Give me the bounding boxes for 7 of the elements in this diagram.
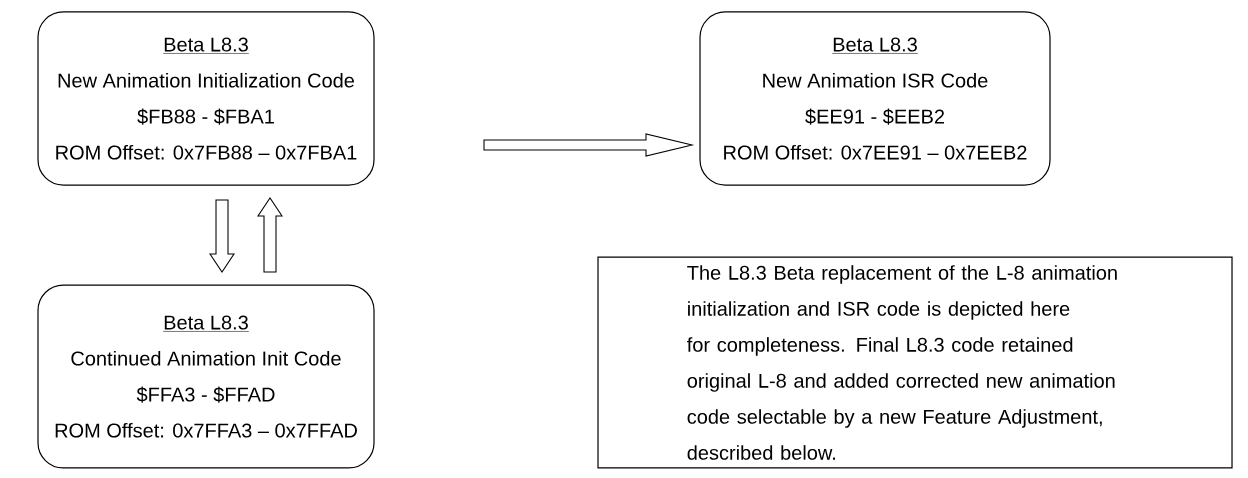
code-block-box: Beta L8.3 Continued Animation Init Code $FFA3 - $FFAD ROM Offset: 0x7FFA3 – 0x7FFAD [37, 284, 375, 469]
note-box: The L8.3 Beta replacement of the L-8 animation initialization and ISR code is depicted here for completeness. Final L8.3 code retained original L-8 and added corrected new animation code selectable by a new Feature Adjustment, described below. [597, 256, 1233, 469]
code-block-box: Beta L8.3 New Animation Initialization Code $FB88 - $FBA1 ROM Offset: 0x7FB88 – 0x7FBA1 [37, 11, 375, 186]
block-arrow [483, 133, 695, 157]
block-arrow [209, 199, 235, 273]
block-arrow [257, 197, 283, 273]
code-block-box: Beta L8.3 New Animation ISR Code $EE91 - $EEB2 ROM Offset: 0x7EE91 – 0x7EEB2 [699, 11, 1051, 186]
